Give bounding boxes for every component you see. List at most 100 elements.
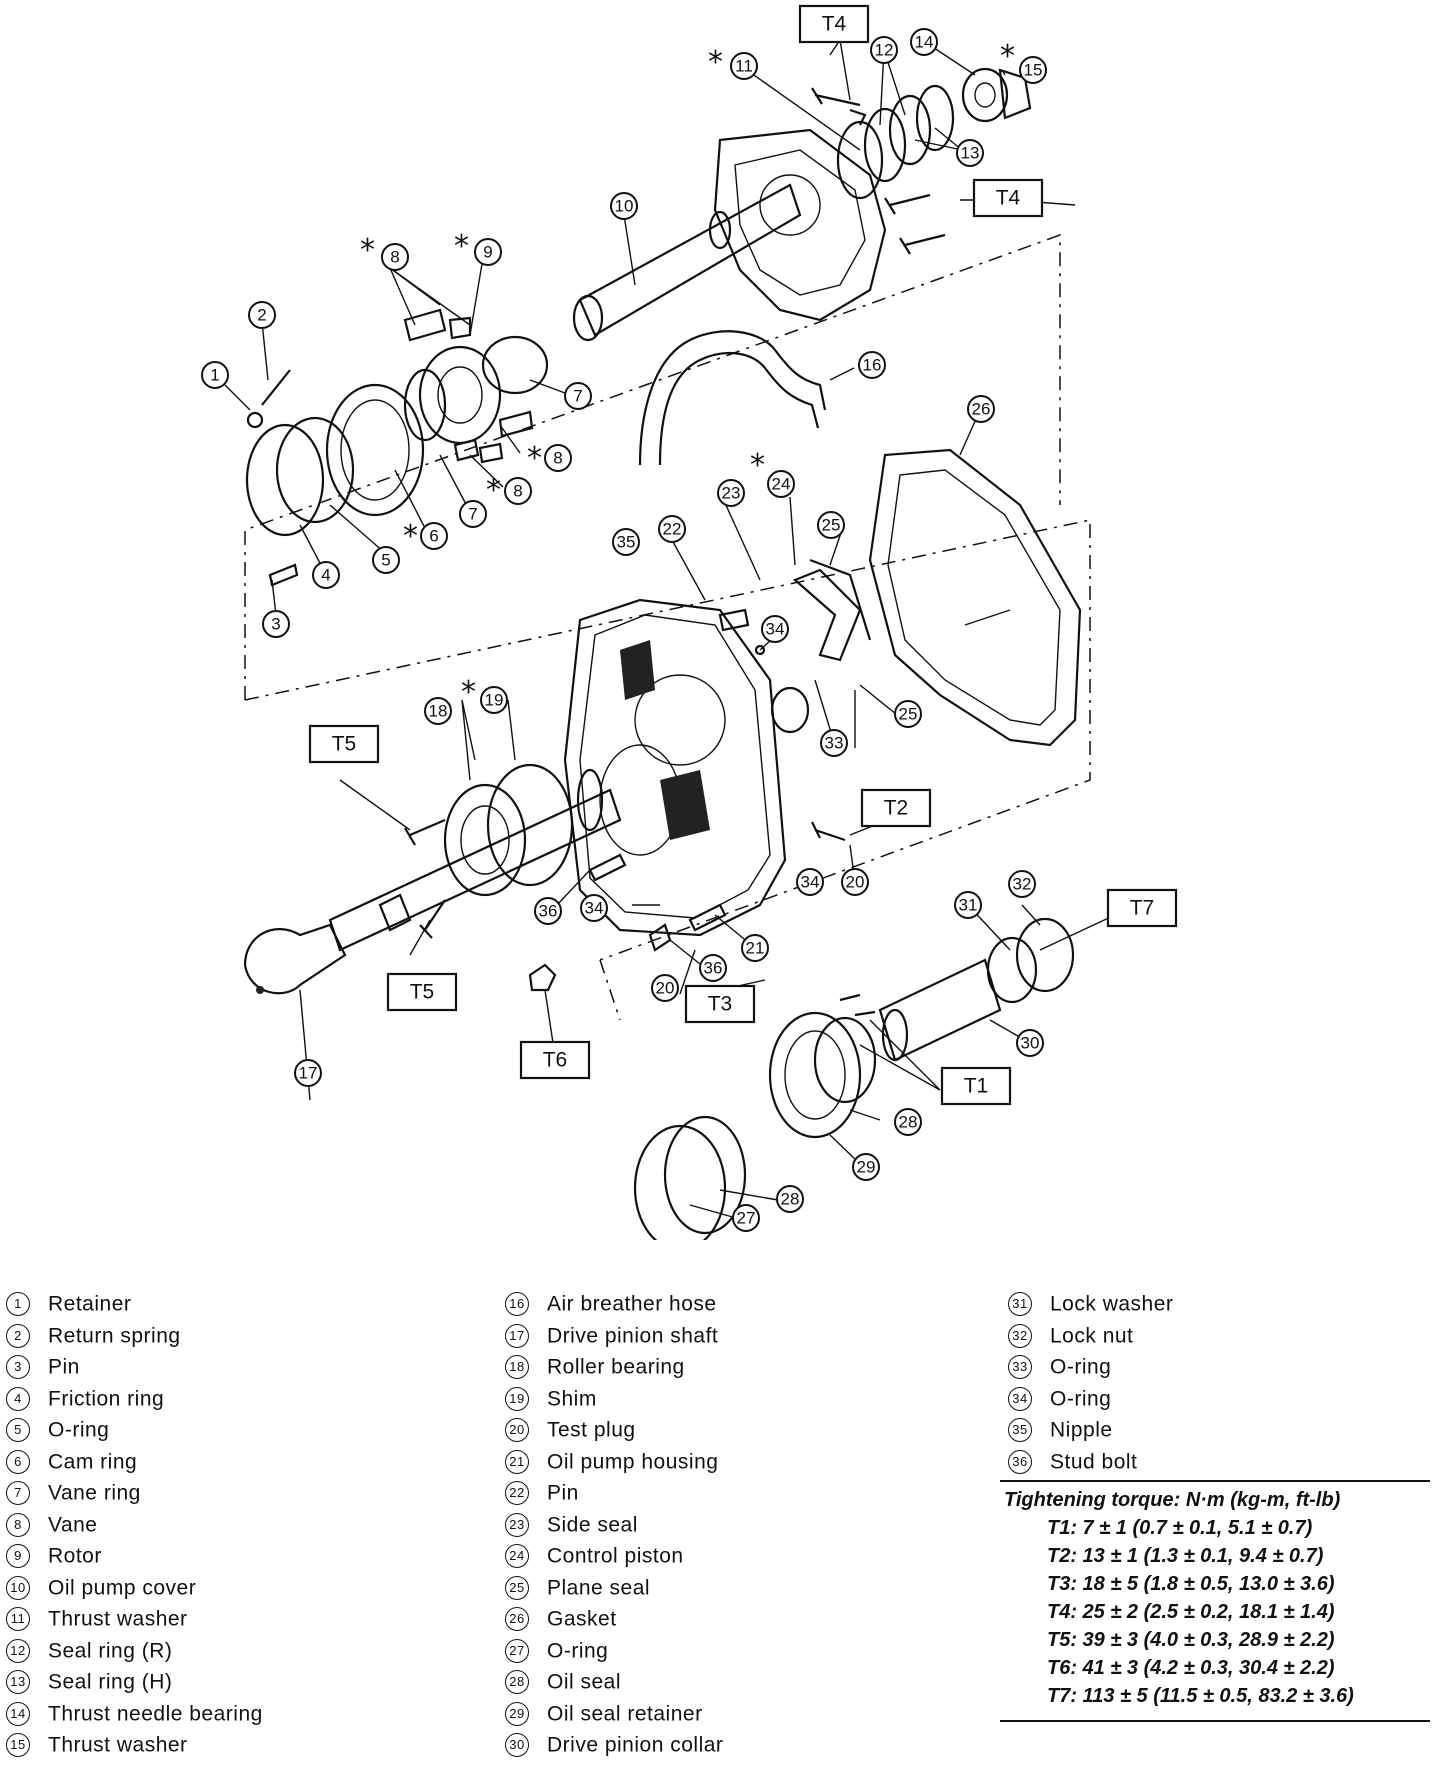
callout-7b: 7 xyxy=(564,382,592,410)
small-fasteners xyxy=(404,818,846,992)
svg-text:36: 36 xyxy=(704,959,723,978)
svg-text:*: * xyxy=(360,233,375,268)
torque-row: T4: 25 ± 2 (2.5 ± 0.2, 18.1 ± 1.4) xyxy=(1047,1601,1335,1623)
svg-text:2: 2 xyxy=(257,306,266,325)
legend-label: Cam ring xyxy=(48,1450,138,1474)
callout-34a: 34 xyxy=(761,615,789,643)
callout-31: 31 xyxy=(954,891,982,919)
svg-text:17: 17 xyxy=(299,1064,318,1083)
legend-label: Vane ring xyxy=(48,1481,141,1505)
callout-22: 22 xyxy=(658,515,686,543)
torque-box-t1: T1 xyxy=(940,1066,1012,1106)
legend-label: Nipple xyxy=(1050,1418,1113,1442)
svg-text:25: 25 xyxy=(822,516,841,535)
legend-number: 19 xyxy=(505,1386,529,1411)
callout-36a: 36 xyxy=(534,897,562,925)
callout-19: 19 xyxy=(480,686,508,714)
svg-text:T3: T3 xyxy=(708,993,733,1016)
seal-rings-part xyxy=(836,67,1032,200)
svg-text:4: 4 xyxy=(321,566,330,585)
legend-label: Drive pinion shaft xyxy=(547,1324,719,1348)
svg-text:*: * xyxy=(486,473,501,508)
svg-text:T6: T6 xyxy=(543,1049,568,1072)
svg-text:25: 25 xyxy=(899,705,918,724)
callout-7a: 7 xyxy=(459,500,487,528)
legend-number: 28 xyxy=(505,1670,529,1695)
svg-text:15: 15 xyxy=(1024,61,1043,80)
legend-label: Roller bearing xyxy=(547,1355,685,1379)
legend-number: 27 xyxy=(505,1638,529,1663)
legend-label: Shim xyxy=(547,1387,597,1411)
legend-number: 15 xyxy=(6,1733,30,1758)
svg-text:5: 5 xyxy=(381,551,390,570)
legend-label: Thrust needle bearing xyxy=(48,1702,263,1726)
legend-item: 7 Vane ring xyxy=(6,1477,263,1509)
callout-17: 17 xyxy=(294,1059,322,1087)
legend-number: 30 xyxy=(505,1733,529,1758)
legend-label: Pin xyxy=(547,1481,579,1505)
legend-label: Seal ring (H) xyxy=(48,1670,173,1694)
legend-label: Rotor xyxy=(48,1544,102,1568)
oil-pump-cover-part xyxy=(572,128,887,342)
legend-number: 32 xyxy=(1008,1323,1032,1348)
callout-9: 9 xyxy=(474,238,502,266)
callout-25a: 25 xyxy=(817,511,845,539)
legend-label: Oil seal xyxy=(547,1670,622,1694)
callout-8c: 8 xyxy=(504,477,532,505)
torque-row: T5: 39 ± 3 (4.0 ± 0.3, 28.9 ± 2.2) xyxy=(1047,1629,1335,1651)
callout-21: 21 xyxy=(741,934,769,962)
callout-25b: 25 xyxy=(894,700,922,728)
legend-label: O-ring xyxy=(1050,1387,1112,1411)
legend-label: Vane xyxy=(48,1513,98,1537)
legend-label: Oil pump housing xyxy=(547,1450,719,1474)
svg-text:22: 22 xyxy=(663,520,682,539)
legend-label: O-ring xyxy=(1050,1355,1112,1379)
svg-text:T5: T5 xyxy=(332,733,357,756)
legend-number: 7 xyxy=(6,1481,30,1506)
callout-24: 24 xyxy=(767,470,795,498)
torque-row: T6: 41 ± 3 (4.2 ± 0.3, 30.4 ± 2.2) xyxy=(1047,1657,1335,1679)
legend-number: 14 xyxy=(6,1701,30,1726)
callout-34c: 34 xyxy=(580,894,608,922)
callout-5: 5 xyxy=(372,546,400,574)
svg-text:*: * xyxy=(1000,39,1015,74)
legend-number: 33 xyxy=(1008,1355,1032,1380)
svg-text:11: 11 xyxy=(735,57,753,76)
legend-item: 28 Oil seal xyxy=(505,1666,723,1698)
legend-number: 5 xyxy=(6,1418,30,1443)
svg-text:18: 18 xyxy=(429,702,448,721)
legend-label: Test plug xyxy=(547,1418,636,1442)
svg-text:*: * xyxy=(750,448,765,483)
legend-label: Return spring xyxy=(48,1324,181,1348)
legend-item: 18 Roller bearing xyxy=(505,1351,723,1383)
svg-text:30: 30 xyxy=(1021,1034,1040,1053)
legend-item: 5 O-ring xyxy=(6,1414,263,1446)
legend-number: 18 xyxy=(505,1355,529,1380)
legend-number: 9 xyxy=(6,1544,30,1569)
legend-label: O-ring xyxy=(48,1418,110,1442)
svg-text:34: 34 xyxy=(801,873,820,892)
legend-number: 1 xyxy=(6,1292,30,1317)
torque-box-t7: T7 xyxy=(1106,888,1178,928)
legend-item: 6 Cam ring xyxy=(6,1446,263,1478)
callout-11: 11 xyxy=(730,52,758,80)
legend-label: Air breather hose xyxy=(547,1292,717,1316)
callout-27: 27 xyxy=(732,1204,760,1232)
callout-10: 10 xyxy=(610,192,638,220)
torque-table-title: Tightening torque: N·m (kg-m, ft-lb) xyxy=(1004,1489,1341,1511)
legend-number: 6 xyxy=(6,1449,30,1474)
legend-number: 36 xyxy=(1008,1449,1032,1474)
